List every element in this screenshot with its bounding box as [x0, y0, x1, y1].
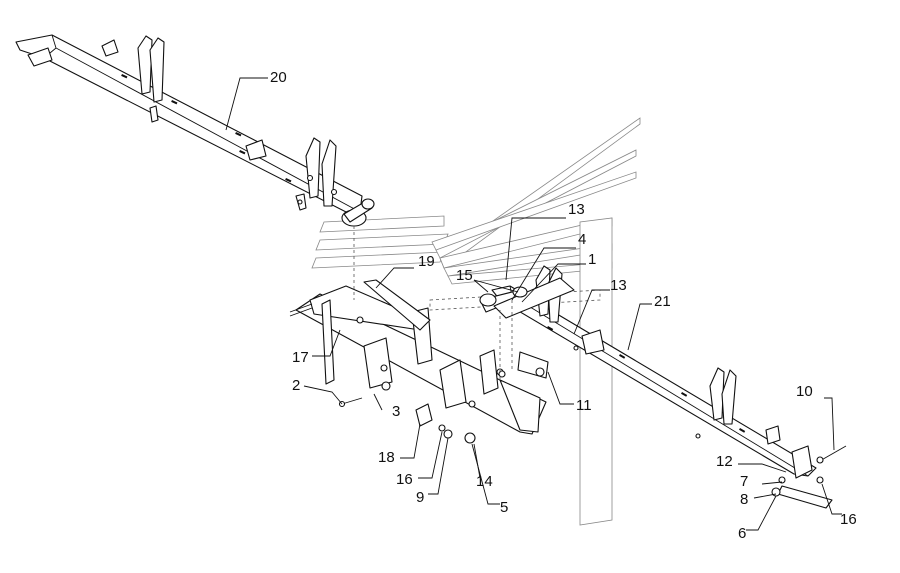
loose-hardware — [338, 397, 847, 497]
callout-13-lower: 13 — [610, 277, 627, 294]
callout-19: 19 — [418, 253, 435, 270]
callout-12: 12 — [716, 453, 733, 470]
callout-15: 15 — [456, 267, 473, 284]
callout-3: 3 — [392, 403, 400, 420]
upper-beam-20 — [15, 34, 375, 227]
callout-10: 10 — [796, 383, 813, 400]
callout-16-left: 16 — [396, 471, 413, 488]
callout-labels: 20 13 4 1 19 15 13 21 17 2 3 11 10 18 16… — [270, 69, 857, 542]
callout-1: 1 — [588, 251, 596, 268]
callout-14: 14 — [476, 473, 493, 490]
callout-20: 20 — [270, 69, 287, 86]
center-frame — [289, 277, 575, 435]
callout-9: 9 — [416, 489, 424, 506]
callout-16-right: 16 — [840, 511, 857, 528]
callout-21: 21 — [654, 293, 671, 310]
callout-7: 7 — [740, 473, 748, 490]
callout-4: 4 — [578, 231, 586, 248]
callout-13-upper: 13 — [568, 201, 585, 218]
callout-17: 17 — [292, 349, 309, 366]
callout-8: 8 — [740, 491, 748, 508]
callout-11: 11 — [576, 397, 592, 414]
leader-lines — [225, 77, 842, 531]
alignment-lines — [353, 226, 513, 380]
callout-18: 18 — [378, 449, 395, 466]
callout-2: 2 — [292, 377, 300, 394]
callout-6: 6 — [738, 525, 746, 542]
callout-5: 5 — [500, 499, 508, 516]
projection-planes — [311, 117, 641, 526]
